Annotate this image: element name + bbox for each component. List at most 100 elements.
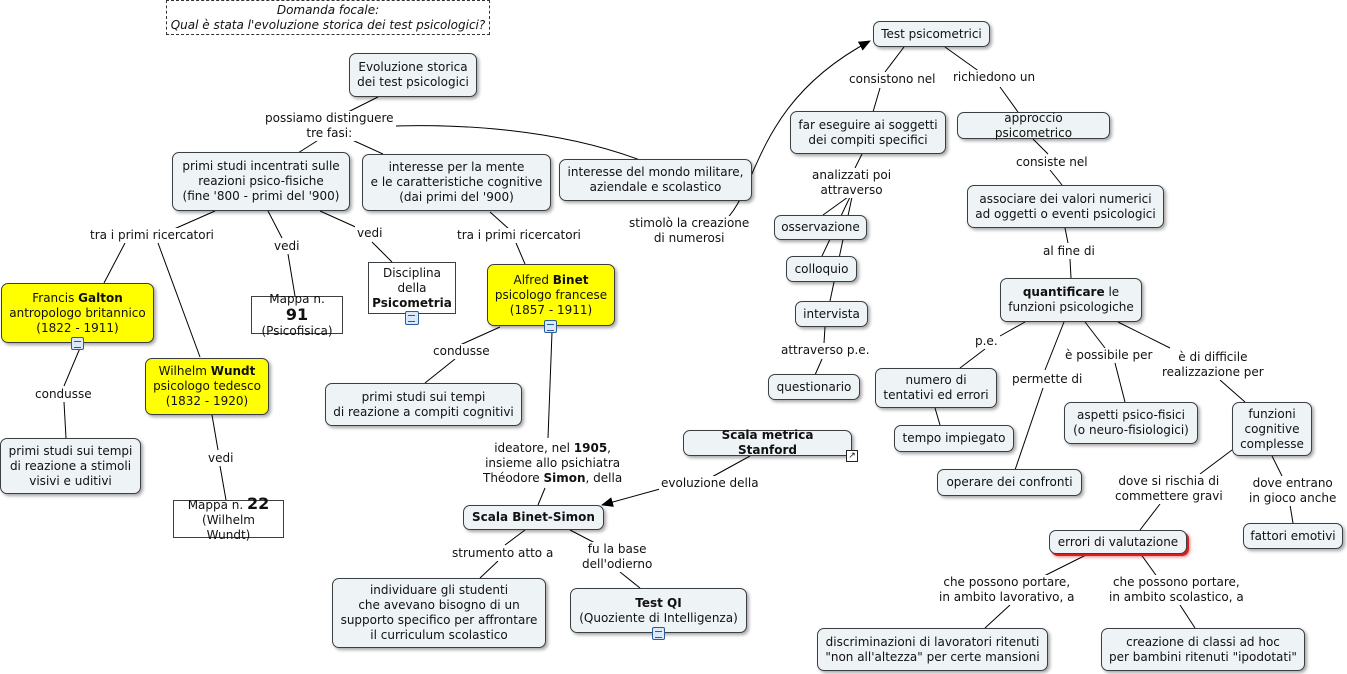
binet-studies-line-1: primi studi sui tempi [361, 389, 486, 404]
approccio-node[interactable]: approccio psicometrico [957, 111, 1110, 140]
binet-simon-node[interactable]: Scala Binet-Simon [463, 505, 604, 530]
wundt-node[interactable]: Wilhelm Wundt psicologo tedesco (1832 - … [145, 358, 269, 415]
creazione-classi-node[interactable]: creazione di classi ad hoc per bambini r… [1101, 628, 1305, 671]
note-icon[interactable] [652, 627, 665, 640]
creazione-classi-line-1: creazione di classi ad hoc [1126, 634, 1280, 649]
mappa-22-subtitle: (Wilhelm Wundt) [202, 512, 255, 542]
link-label-portare-scolastico-line-2: in ambito scolastico, a [1109, 590, 1244, 604]
link-label-al-fine: al fine di [1041, 244, 1097, 259]
galton-surname: Galton [78, 290, 123, 305]
creazione-classi-line-2: per bambini ritenuti "ipodotati" [1109, 649, 1297, 664]
galton-node[interactable]: Francis Galton antropologo britannico (1… [1, 283, 154, 343]
osservazione-node[interactable]: osservazione [774, 215, 867, 240]
root-node-line-2: dei test psicologici [357, 75, 469, 89]
binet-role: psicologo francese [494, 287, 608, 302]
link-label-ideatore-line-2: insieme allo psichiatra [485, 456, 621, 470]
associare-node[interactable]: associare dei valori numerici ad oggetti… [967, 185, 1164, 228]
focus-question-text: Qual è stata l'evoluzione storica dei te… [170, 18, 486, 32]
note-icon[interactable] [544, 320, 557, 333]
link-label-fu-la-base-line-1: fu la base [587, 542, 647, 556]
psicometria-node[interactable]: Disciplina della Psicometria [368, 262, 456, 314]
link-label-pe: p.e. [973, 334, 1000, 349]
mappa-91-node[interactable]: Mappa n. 91 (Psicofisica) [251, 292, 343, 338]
quantificare-node[interactable]: quantificare le funzioni psicologiche [1000, 278, 1142, 322]
stanford-node[interactable]: Scala metrica Stanford [683, 428, 852, 457]
phase-2-node[interactable]: interesse per la mente e le caratteristi… [362, 154, 551, 211]
link-label-vedi-3: vedi [206, 451, 236, 466]
aspetti-line-1: aspetti psico-fisici [1077, 408, 1185, 422]
psicometria-line-1: Disciplina [382, 265, 441, 280]
binet-node[interactable]: Alfred Binet psicologo francese (1857 - … [487, 264, 615, 326]
mappa-22-node[interactable]: Mappa n. 22 (Wilhelm Wundt) [173, 495, 284, 542]
mappa-91-number: 91 [285, 304, 309, 324]
root-node[interactable]: Evoluzione storica dei test psicologici [349, 53, 477, 97]
mappa-91-prefix: Mappa n. [269, 291, 325, 306]
quantificare-line-2: funzioni psicologiche [1008, 300, 1134, 314]
link-label-rischia-line-2: commettere gravi [1115, 489, 1223, 503]
colloquio-node[interactable]: colloquio [786, 256, 857, 282]
psicometria-line-2: della [397, 280, 427, 295]
link-label-portare-lavorativo: che possono portare, in ambito lavorativ… [937, 575, 1077, 605]
wundt-name: Wilhelm Wundt [159, 364, 256, 379]
phase-3-line-2: aziendale e scolastico [589, 180, 722, 194]
phase-1-node[interactable]: primi studi incentrati sulle reazioni ps… [172, 152, 350, 211]
test-qi-node[interactable]: Test QI (Quoziente di Intelligenza) [570, 588, 747, 633]
link-label-ideatore: ideatore, nel 1905, insieme allo psichia… [481, 441, 625, 486]
errori-valutazione-node[interactable]: errori di valutazione [1049, 530, 1187, 554]
phase-1-line-2: reazioni psico-fisiche [198, 174, 324, 188]
aspetti-line-2: (o neuro-fisiologici) [1073, 423, 1189, 437]
link-label-possiamo: possiamo distinguere tre fasi: [263, 111, 396, 141]
numero-tentativi-node[interactable]: numero di tentativi ed errori [875, 368, 997, 408]
associare-line-2: ad oggetti o eventi psicologici [975, 206, 1156, 221]
link-label-strumento: strumento atto a [450, 546, 556, 561]
discriminazioni-line-2: "non all'altezza" per certe mansioni [825, 649, 1040, 664]
link-label-vedi-2: vedi [355, 226, 385, 241]
binet-name: Alfred Binet [514, 273, 589, 288]
ideatore-year: 1905 [573, 441, 608, 455]
link-label-richiedono: richiedono un [951, 70, 1038, 85]
errori-valutazione-label: errori di valutazione [1057, 534, 1179, 549]
intervista-label: intervista [803, 306, 860, 321]
phase-2-line-1: interesse per la mente [388, 160, 525, 174]
ideatore-suffix: , [607, 441, 611, 455]
phase-3-node[interactable]: interesse del mondo militare, aziendale … [559, 159, 752, 201]
link-label-vedi-1: vedi [272, 239, 302, 254]
note-icon[interactable] [71, 337, 84, 350]
far-eseguire-node[interactable]: far eseguire ai soggetti dei compiti spe… [790, 111, 946, 154]
link-label-portare-lavorativo-line-2: in ambito lavorativo, a [939, 590, 1075, 604]
aspetti-node[interactable]: aspetti psico-fisici (o neuro-fisiologic… [1064, 402, 1198, 444]
phase-1-line-3: (fine '800 - primi del '900) [182, 189, 340, 203]
galton-first-name: Francis [32, 290, 79, 305]
quantificare-rest: le [1104, 285, 1120, 299]
tempo-impiegato-node[interactable]: tempo impiegato [894, 425, 1014, 452]
individuare-node[interactable]: individuare gli studenti che avevano bis… [332, 578, 546, 648]
link-label-portare-scolastico: che possono portare, in ambito scolastic… [1107, 575, 1246, 605]
link-label-entrano-line-1: dove entrano [1252, 476, 1333, 490]
binet-surname: Binet [552, 272, 589, 287]
binet-studies-node[interactable]: primi studi sui tempi di reazione a comp… [325, 383, 522, 426]
galton-studies-line-1: primi studi sui tempi [8, 443, 133, 458]
link-label-ideatore-line-1: ideatore, nel 1905, [483, 441, 622, 456]
intervista-node[interactable]: intervista [795, 301, 868, 327]
funzioni-cognitive-line-1: funzioni [1248, 406, 1296, 421]
link-label-possiamo-line-2: tre fasi: [306, 126, 353, 140]
operare-confronti-node[interactable]: operare dei confronti [937, 469, 1082, 496]
concept-map-icon[interactable] [405, 311, 419, 325]
far-eseguire-line-1: far eseguire ai soggetti [798, 117, 938, 132]
link-label-entrano: dove entrano in gioco anche [1247, 476, 1339, 506]
test-psicometrici-node[interactable]: Test psicometrici [873, 21, 990, 47]
questionario-node[interactable]: questionario [768, 374, 860, 400]
phase-2-line-3: (dai primi del '900) [399, 190, 514, 204]
link-label-difficile-line-2: realizzazione per [1162, 365, 1264, 379]
fattori-emotivi-node[interactable]: fattori emotivi [1243, 523, 1343, 549]
individuare-line-2: che avevano bisogno di un [358, 598, 520, 612]
galton-studies-node[interactable]: primi studi sui tempi di reazione a stim… [0, 438, 141, 494]
funzioni-cognitive-node[interactable]: funzioni cognitive complesse [1232, 402, 1312, 456]
mappa-22-title: Mappa n. 22 [188, 495, 270, 513]
numero-tentativi-line-2: tentativi ed errori [883, 388, 989, 402]
discriminazioni-node[interactable]: discriminazioni di lavoratori ritenuti "… [817, 628, 1048, 671]
focus-question-label: Domanda focale: [276, 3, 380, 17]
link-label-consiste: consiste nel [1014, 155, 1090, 170]
link-label-stimolo: stimolò la creazione di numerosi [627, 216, 752, 246]
external-link-icon[interactable]: ↗ [846, 450, 858, 462]
